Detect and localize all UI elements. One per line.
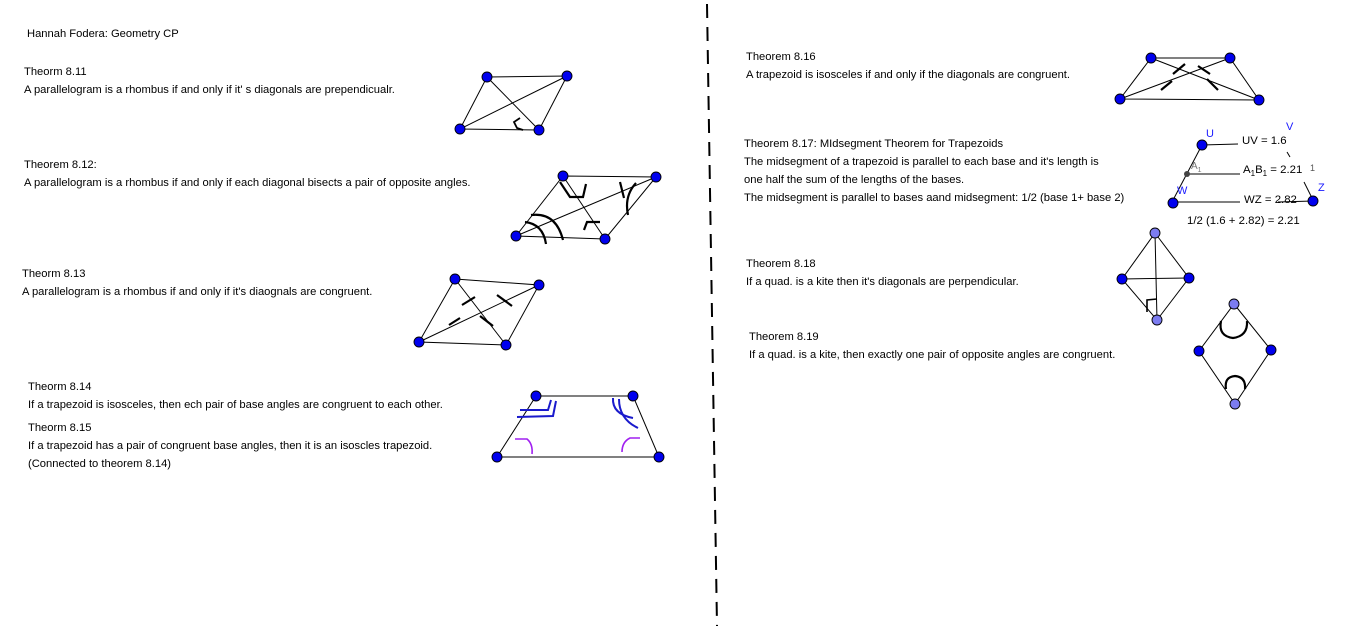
theorem-8-17-title: Theorem 8.17: MIdsegment Theorem for Tra… <box>744 138 1004 150</box>
theorem-8-15-note: (Connected to theorem 8.14) <box>28 458 172 470</box>
a1b1-length-label: A1B1 = 2.21 <box>1243 164 1302 178</box>
vertex-point[interactable] <box>530 390 542 402</box>
midpoint-a1[interactable] <box>1184 171 1190 177</box>
vertex-point[interactable] <box>653 451 665 463</box>
theorem-8-11-title: Theorm 8.11 <box>24 66 87 78</box>
theorem-8-19-title: Theorem 8.19 <box>749 331 819 343</box>
vertex-point[interactable] <box>1193 345 1205 357</box>
theorem-8-12-text: A parallelogram is a rhombus if and only… <box>24 177 471 189</box>
vertex-point[interactable] <box>1229 398 1241 410</box>
label-z: Z <box>1318 182 1325 194</box>
label-w: W <box>1177 185 1188 197</box>
theorem-8-15-title: Theorm 8.15 <box>28 422 92 434</box>
vertex-point[interactable] <box>650 171 662 183</box>
theorem-8-18-text: If a quad. is a kite then it's diagonals… <box>746 276 1019 288</box>
vertex-point[interactable] <box>1265 344 1277 356</box>
vertex-point[interactable] <box>454 123 466 135</box>
theorem-8-16-title: Theorem 8.16 <box>746 51 816 63</box>
theorem-8-13-text: A parallelogram is a rhombus if and only… <box>22 286 373 298</box>
vertex-point[interactable] <box>1116 273 1128 285</box>
wz-length-label: WZ = 2.82 <box>1244 194 1297 206</box>
vertex-point[interactable] <box>1145 52 1157 64</box>
vertex-point[interactable] <box>533 279 545 291</box>
theorem-8-14-title: Theorm 8.14 <box>28 381 92 393</box>
vertex-point[interactable] <box>449 273 461 285</box>
midsegment-calculation: 1/2 (1.6 + 2.82) = 2.21 <box>1187 215 1300 227</box>
point-z[interactable] <box>1307 195 1319 207</box>
vertex-point[interactable] <box>491 451 503 463</box>
vertex-point[interactable] <box>1183 272 1195 284</box>
theorem-8-14-text: If a trapezoid is isosceles, then ech pa… <box>28 399 443 411</box>
vertex-point[interactable] <box>1224 52 1236 64</box>
vertex-point[interactable] <box>561 70 573 82</box>
theorem-8-19-text: If a quad. is a kite, then exactly one p… <box>749 349 1116 361</box>
vertex-point[interactable] <box>413 336 425 348</box>
vertex-point[interactable] <box>1149 227 1161 239</box>
vertex-point[interactable] <box>1228 298 1240 310</box>
vertex-point[interactable] <box>500 339 512 351</box>
label-v: V <box>1286 121 1294 133</box>
vertex-point[interactable] <box>533 124 545 136</box>
theorem-8-18-title: Theorem 8.18 <box>746 258 816 270</box>
theorem-8-17-text-1: The midsegment of a trapezoid is paralle… <box>744 156 1099 168</box>
vertex-point[interactable] <box>557 170 569 182</box>
label-a1: A1 <box>1191 161 1202 174</box>
vertex-point[interactable] <box>599 233 611 245</box>
vertex-point[interactable] <box>1114 93 1126 105</box>
vertex-point[interactable] <box>510 230 522 242</box>
vertex-point[interactable] <box>1151 314 1163 326</box>
theorem-8-16-text: A trapezoid is isosceles if and only if … <box>746 69 1071 81</box>
label-u: U <box>1206 128 1214 140</box>
page-title: Hannah Fodera: Geometry CP <box>27 28 179 40</box>
theorem-8-17-text-3: The midsegment is parallel to bases aand… <box>744 192 1125 204</box>
vertex-point[interactable] <box>1253 94 1265 106</box>
point-w[interactable] <box>1167 197 1179 209</box>
theorem-8-13-title: Theorm 8.13 <box>22 268 86 280</box>
uv-length-label: UV = 1.6 <box>1242 135 1287 147</box>
theorem-8-17-text-2: one half the sum of the lengths of the b… <box>744 174 965 186</box>
theorem-8-12-title: Theorem 8.12: <box>24 159 97 171</box>
vertex-point[interactable] <box>481 71 493 83</box>
theorem-8-11-text: A parallelogram is a rhombus if and only… <box>24 84 395 96</box>
vertex-point[interactable] <box>627 390 639 402</box>
theorem-8-15-text: If a trapezoid has a pair of congruent b… <box>28 440 433 452</box>
label-b1: 1 <box>1310 163 1315 173</box>
point-u[interactable] <box>1196 139 1208 151</box>
